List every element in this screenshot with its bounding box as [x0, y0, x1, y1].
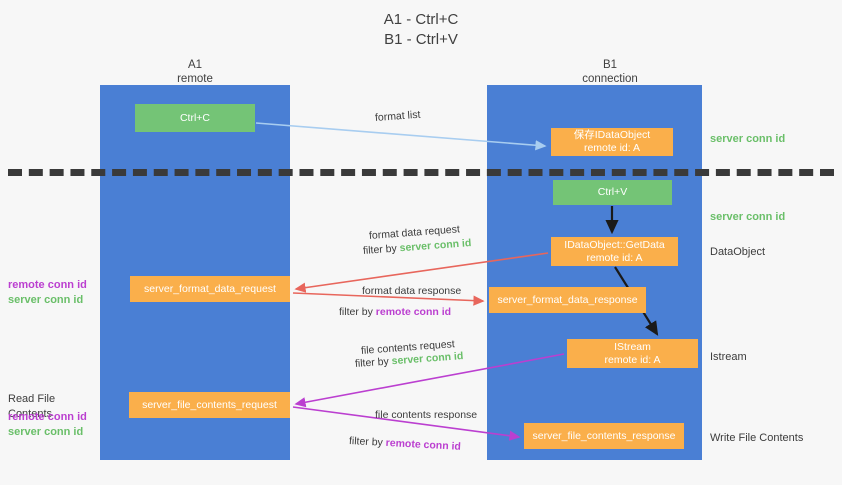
annotation-server-conn-id-2: server conn id	[8, 425, 84, 438]
arrow-format-list	[255, 122, 547, 151]
column-header-b1: B1 connection	[545, 58, 675, 86]
annotation-server-conn-id-1: server conn id	[8, 293, 84, 306]
annotation-read-file-contents: Read File Contents	[8, 393, 56, 420]
annotation-istream: Istream	[710, 351, 747, 363]
column-header-b1-name: B1	[602, 59, 618, 71]
title-line-2: B1 - Ctrl+V	[384, 31, 458, 48]
annotation-dataobject: DataObject	[710, 246, 766, 258]
node-ctrl-v-label: Ctrl+V	[597, 186, 628, 198]
column-header-a1: A1 remote	[130, 58, 260, 86]
node-server-file-contents-request-label: server_file_contents_request	[142, 398, 277, 411]
node-server-format-data-response-label: server_format_data_response	[497, 293, 638, 306]
node-istream-line1: IStream	[614, 340, 651, 353]
node-ctrl-v[interactable]: Ctrl+V	[553, 180, 672, 205]
node-server-file-contents-response[interactable]: server_file_contents_response	[524, 423, 684, 449]
annotation-write-file-contents: Write File Contents	[710, 432, 804, 444]
annotation-remote-conn-id-2: remote conn id	[8, 411, 87, 423]
annotation-server-conn-id-mid: server conn id	[710, 211, 786, 223]
node-ctrl-c[interactable]: Ctrl+C	[135, 104, 255, 132]
arrow-format-data-request	[294, 252, 549, 293]
filter-value-remote-conn-id: remote conn id	[385, 436, 462, 453]
edge-label-file-contents-response: file contents response	[375, 409, 478, 421]
filter-prefix: filter by	[348, 435, 387, 449]
annotation-remote-conn-id-1: remote conn id	[8, 279, 87, 291]
column-header-a1-role: remote	[177, 73, 213, 85]
column-header-b1-role: connection	[582, 73, 638, 85]
node-server-file-contents-request[interactable]: server_file_contents_request	[129, 392, 290, 418]
edge-label-format-data-response: format data response	[362, 285, 462, 297]
dashed-divider	[8, 169, 834, 176]
node-server-format-data-response[interactable]: server_format_data_response	[489, 287, 646, 313]
annotation-server-conn-id-top: server conn id	[710, 133, 786, 145]
title-line-1: A1 - Ctrl+C	[383, 11, 459, 28]
node-idataobject-getdata[interactable]: IDataObject::GetData remote id: A	[551, 237, 678, 266]
arrow-format-data-response	[292, 292, 485, 306]
filter-value-remote-conn-id: remote conn id	[375, 306, 452, 318]
node-server-format-data-request[interactable]: server_format_data_request	[130, 276, 290, 302]
node-getdata-line1: IDataObject::GetData	[564, 238, 665, 251]
annotation-conn-ids-top: remote conn id server conn id	[8, 278, 100, 307]
arrow-file-contents-request	[294, 353, 565, 408]
node-ctrl-c-label: Ctrl+C	[179, 111, 211, 124]
node-server-file-contents-response-label: server_file_contents_response	[532, 429, 676, 442]
filter-prefix: filter by	[362, 242, 401, 257]
node-getdata-line2: remote id: A	[586, 251, 643, 264]
filter-prefix: filter by	[339, 306, 376, 318]
node-idataobject[interactable]: 保存IDataObject remote id: A	[551, 128, 673, 156]
node-istream[interactable]: IStream remote id: A	[567, 339, 698, 368]
filter-prefix: filter by	[354, 355, 393, 370]
page-title: A1 - Ctrl+C B1 - Ctrl+V	[0, 10, 842, 50]
node-idataobject-line2: remote id: A	[583, 142, 640, 154]
node-istream-line2: remote id: A	[604, 353, 661, 366]
node-server-format-data-request-label: server_format_data_request	[144, 282, 276, 295]
column-header-a1-name: A1	[187, 59, 203, 71]
node-idataobject-line1: 保存IDataObject	[573, 129, 651, 141]
annotation-conn-ids-bottom: remote conn id server conn id	[8, 410, 100, 439]
arrow-file-contents-response	[292, 406, 521, 441]
edge-label-format-data-response-filter: filter by remote conn id	[339, 305, 451, 319]
